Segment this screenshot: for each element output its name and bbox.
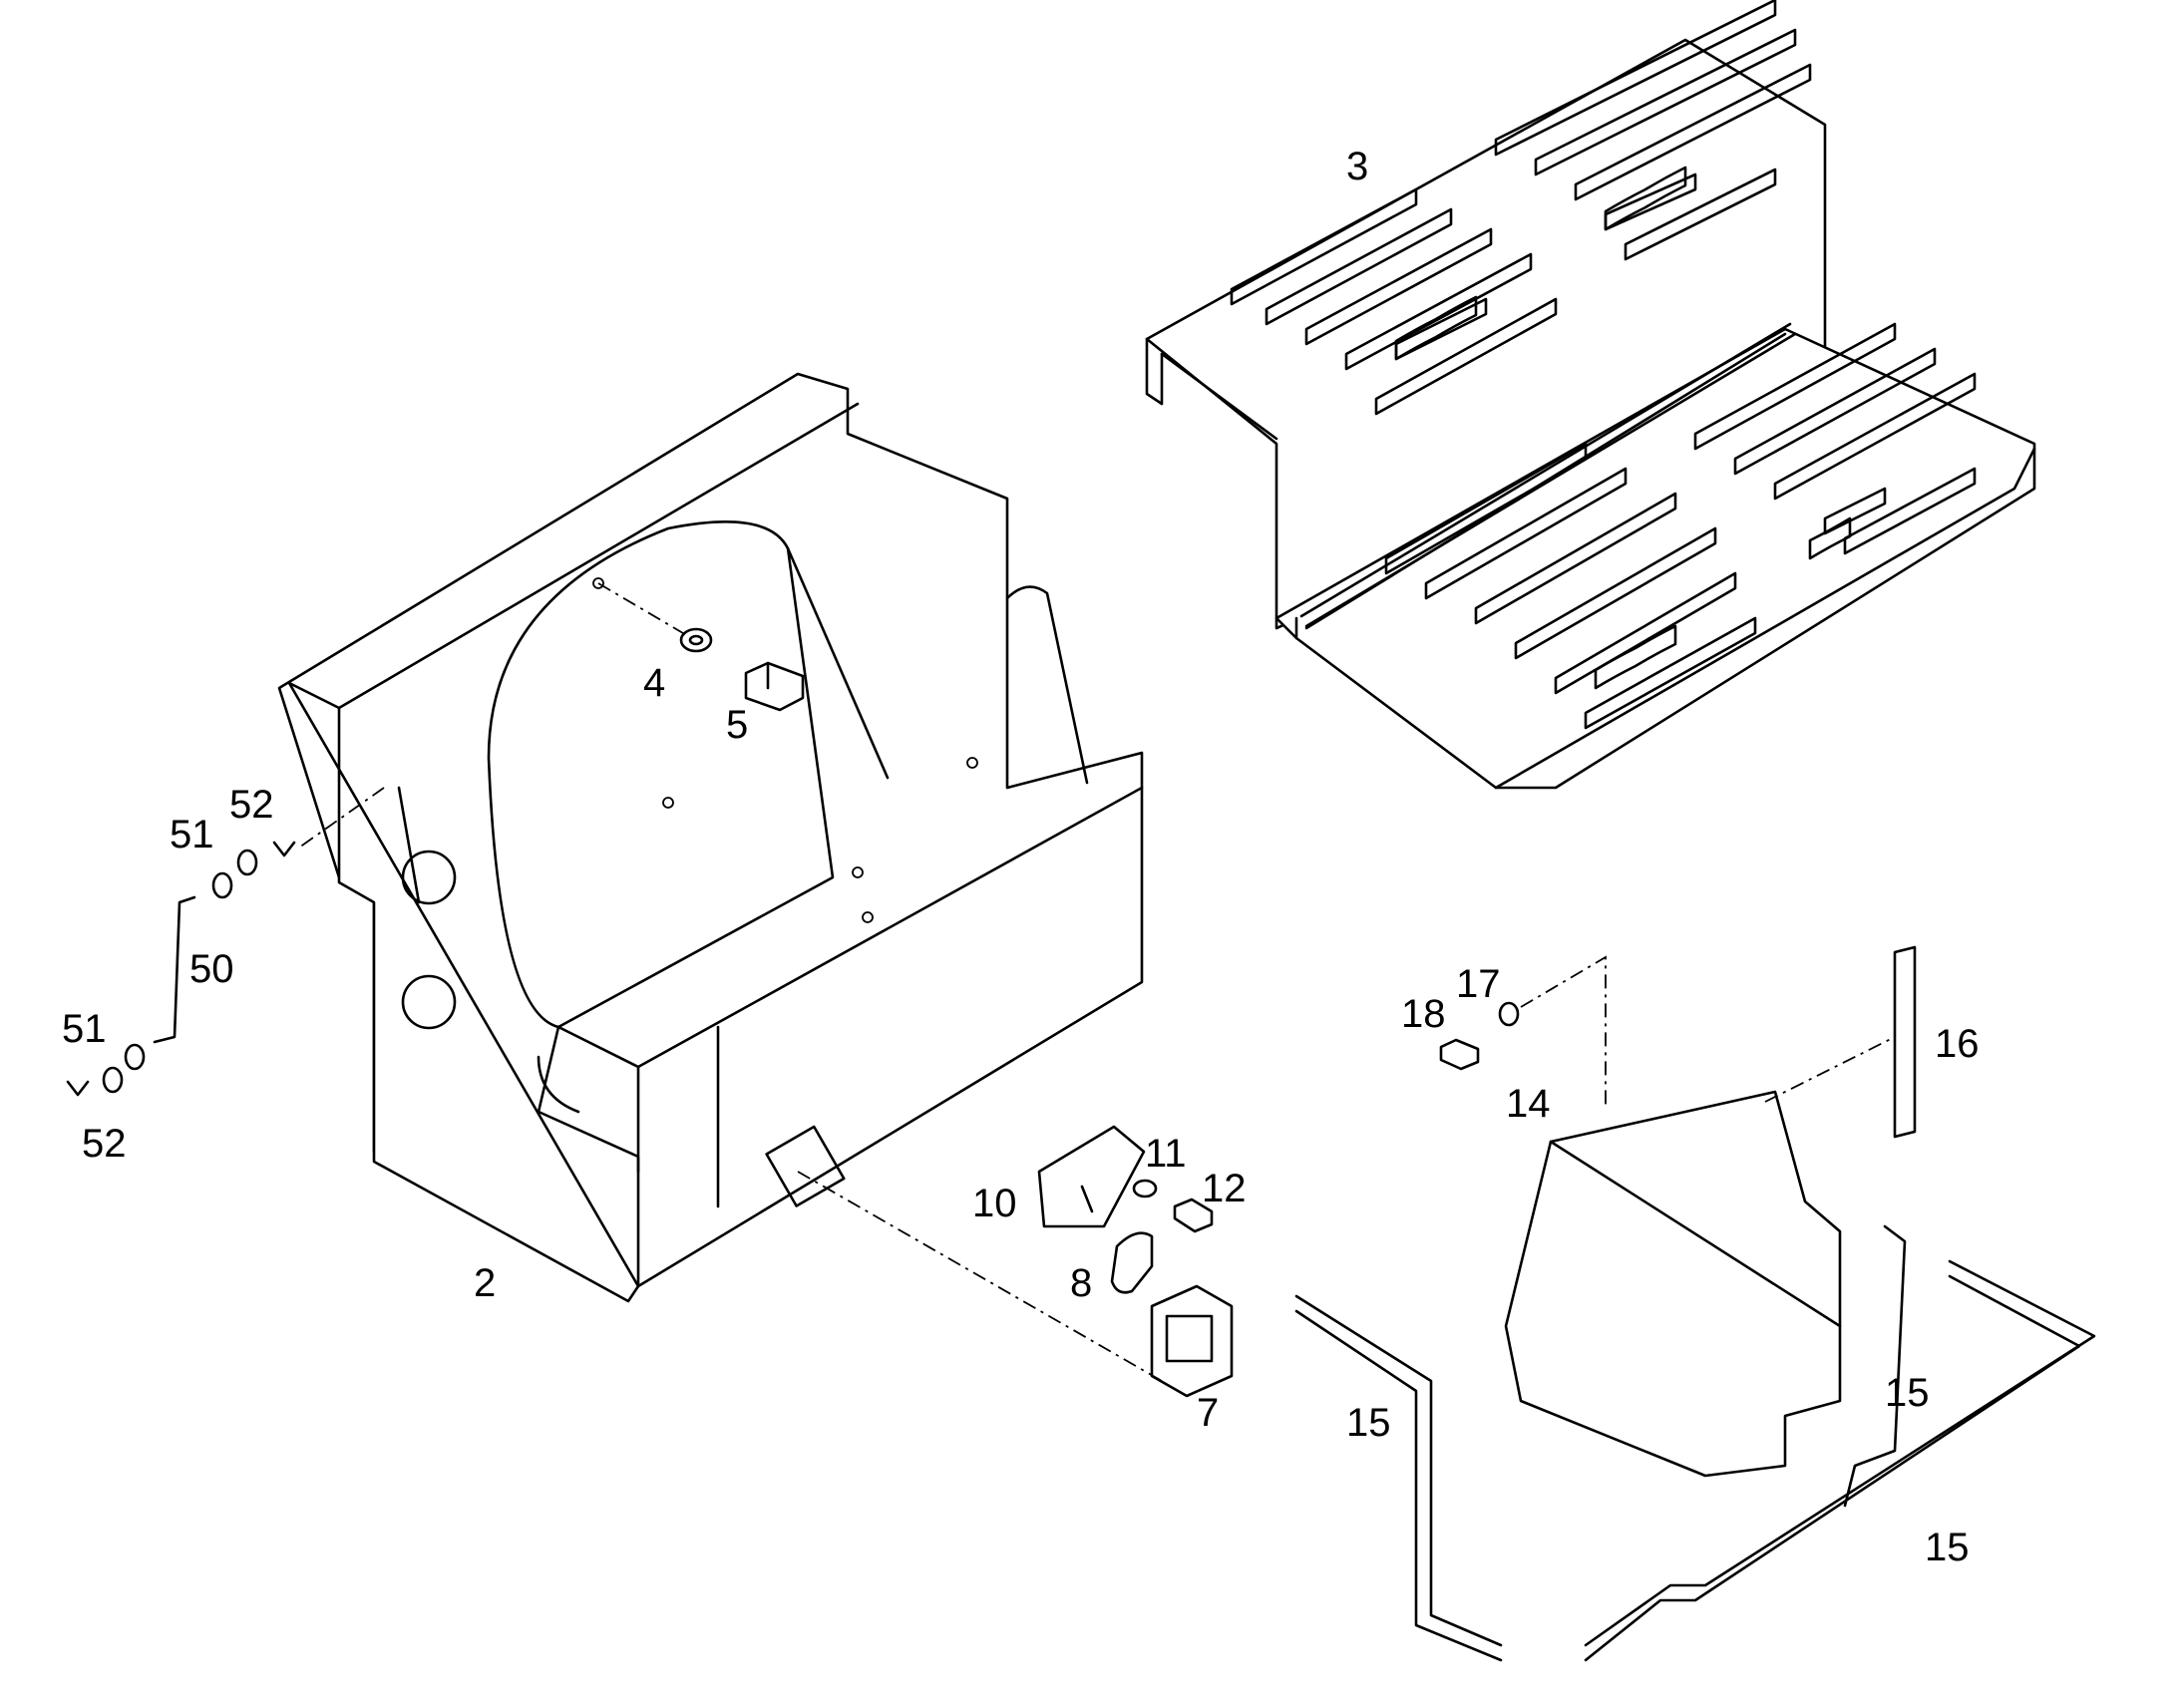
callout-52-bottom: 52 (82, 1122, 127, 1166)
part-2-main-housing (277, 372, 1144, 1303)
part-52-clips (66, 841, 296, 1097)
part-4-washer (679, 627, 713, 653)
part-17-washer (1498, 1001, 1520, 1027)
callout-18: 18 (1401, 992, 1446, 1036)
part-12-bolt (1173, 1197, 1214, 1233)
callout-labels: 2 3 4 5 7 8 10 11 12 14 15 15 15 16 17 1… (62, 145, 1980, 1569)
part-18-bolt (1439, 1038, 1480, 1071)
callout-12: 12 (1202, 1167, 1247, 1210)
callout-10: 10 (972, 1182, 1017, 1225)
callout-2: 2 (474, 1261, 496, 1305)
callout-52-top: 52 (229, 783, 274, 827)
part-15-seal-mid (1843, 1224, 1907, 1508)
part-3-step-cover (1145, 0, 2036, 790)
part-15-seal-long (1584, 1259, 2096, 1662)
part-15-seal-left (1294, 1294, 1503, 1662)
callout-14: 14 (1506, 1082, 1551, 1126)
leader-lines (298, 582, 1896, 1382)
callout-50: 50 (189, 947, 234, 991)
part-14-cover-plate (1504, 1090, 1842, 1478)
callout-11: 11 (1145, 1132, 1187, 1176)
part-50-rod (153, 895, 196, 1044)
part-10-plate (1037, 1125, 1146, 1228)
callout-17: 17 (1456, 962, 1501, 1006)
callout-51-top: 51 (170, 813, 214, 856)
callout-15-long: 15 (1925, 1526, 1970, 1569)
callout-7: 7 (1197, 1391, 1219, 1435)
callout-51-bottom: 51 (62, 1007, 107, 1051)
callout-8: 8 (1070, 1261, 1092, 1305)
part-5-bolt (744, 661, 805, 712)
part-7-lock-box (1150, 1284, 1234, 1398)
callout-16: 16 (1935, 1022, 1980, 1066)
callout-15-mid: 15 (1885, 1371, 1930, 1415)
part-11-washer (1132, 1179, 1158, 1198)
part-8-latch (1110, 1231, 1154, 1294)
callout-4: 4 (643, 661, 665, 705)
part-16-strip (1893, 945, 1917, 1139)
callout-3: 3 (1346, 145, 1368, 188)
callout-15-left: 15 (1346, 1401, 1391, 1445)
callout-5: 5 (726, 703, 748, 747)
part-51-washers (102, 871, 233, 1094)
